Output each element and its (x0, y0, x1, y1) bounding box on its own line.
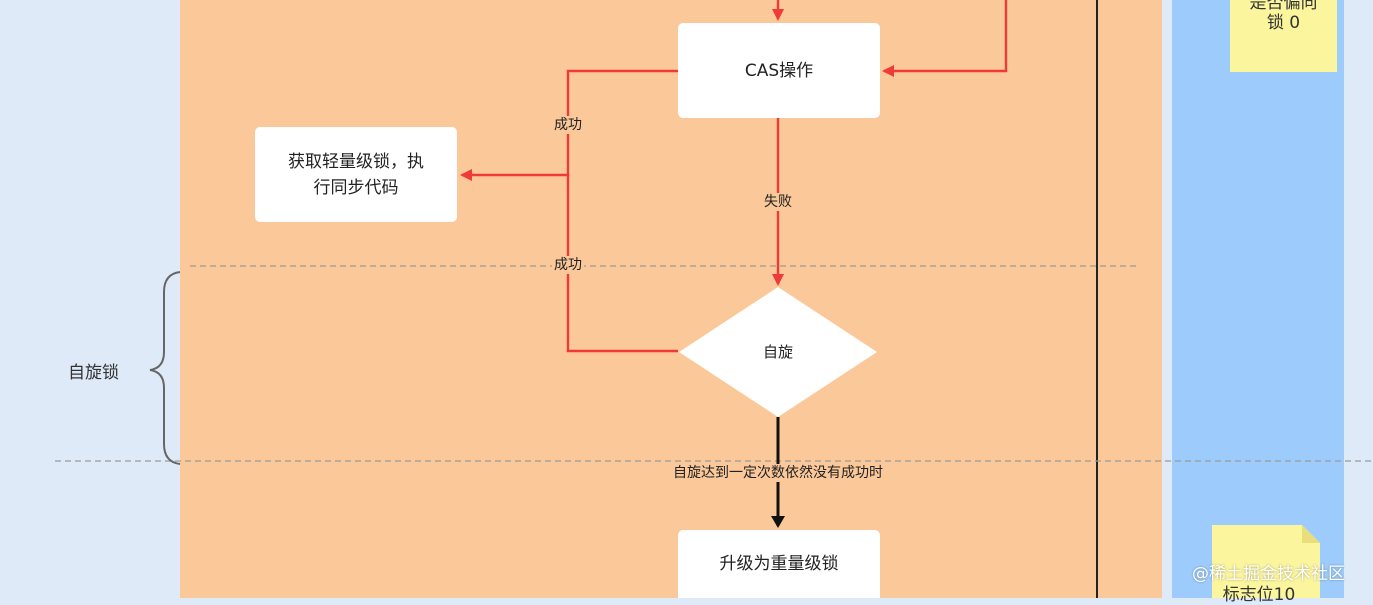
node-spin (679, 287, 877, 417)
node-lightweight-line2: 行同步代码 (313, 177, 399, 198)
node-spin-label: 自旋 (762, 343, 793, 361)
node-lightweight-label: 获取轻量级锁，执 行同步代码 (255, 127, 457, 222)
edge-label-failure: 失败 (762, 193, 794, 211)
lane-left-blue (0, 0, 180, 598)
arrow-right-to-cas (882, 0, 1008, 77)
note-top-line1: 是否偏向 (1249, 0, 1318, 13)
spin-lock-side-label: 自旋锁 (68, 363, 119, 383)
node-heavyweight (678, 530, 880, 598)
edge-label-spin-exceed: 自旋达到一定次数依然没有成功时 (670, 464, 886, 482)
note-top-line2: 锁 0 (1266, 13, 1301, 33)
node-cas-label: CAS操作 (744, 60, 814, 81)
edge-label-success-1: 成功 (552, 116, 584, 134)
lane-right-blue (1172, 0, 1344, 598)
node-lightweight-line1: 获取轻量级锁，执 (288, 151, 424, 172)
node-heavyweight-label: 升级为重量级锁 (719, 554, 839, 574)
lane-gap (1162, 0, 1172, 598)
note-bottom-fold (1302, 525, 1320, 543)
arrow-spin-success (566, 175, 678, 353)
edge-label-success-2: 成功 (552, 256, 584, 274)
lane-far-right (1344, 0, 1373, 598)
note-top (1230, 0, 1337, 72)
watermark: @稀土掘金技术社区 (1192, 564, 1345, 584)
note-bottom (1212, 525, 1320, 598)
lane-orange (180, 0, 1162, 598)
node-cas (678, 23, 880, 118)
node-lightweight (255, 127, 457, 222)
spin-lock-brace (149, 271, 181, 465)
